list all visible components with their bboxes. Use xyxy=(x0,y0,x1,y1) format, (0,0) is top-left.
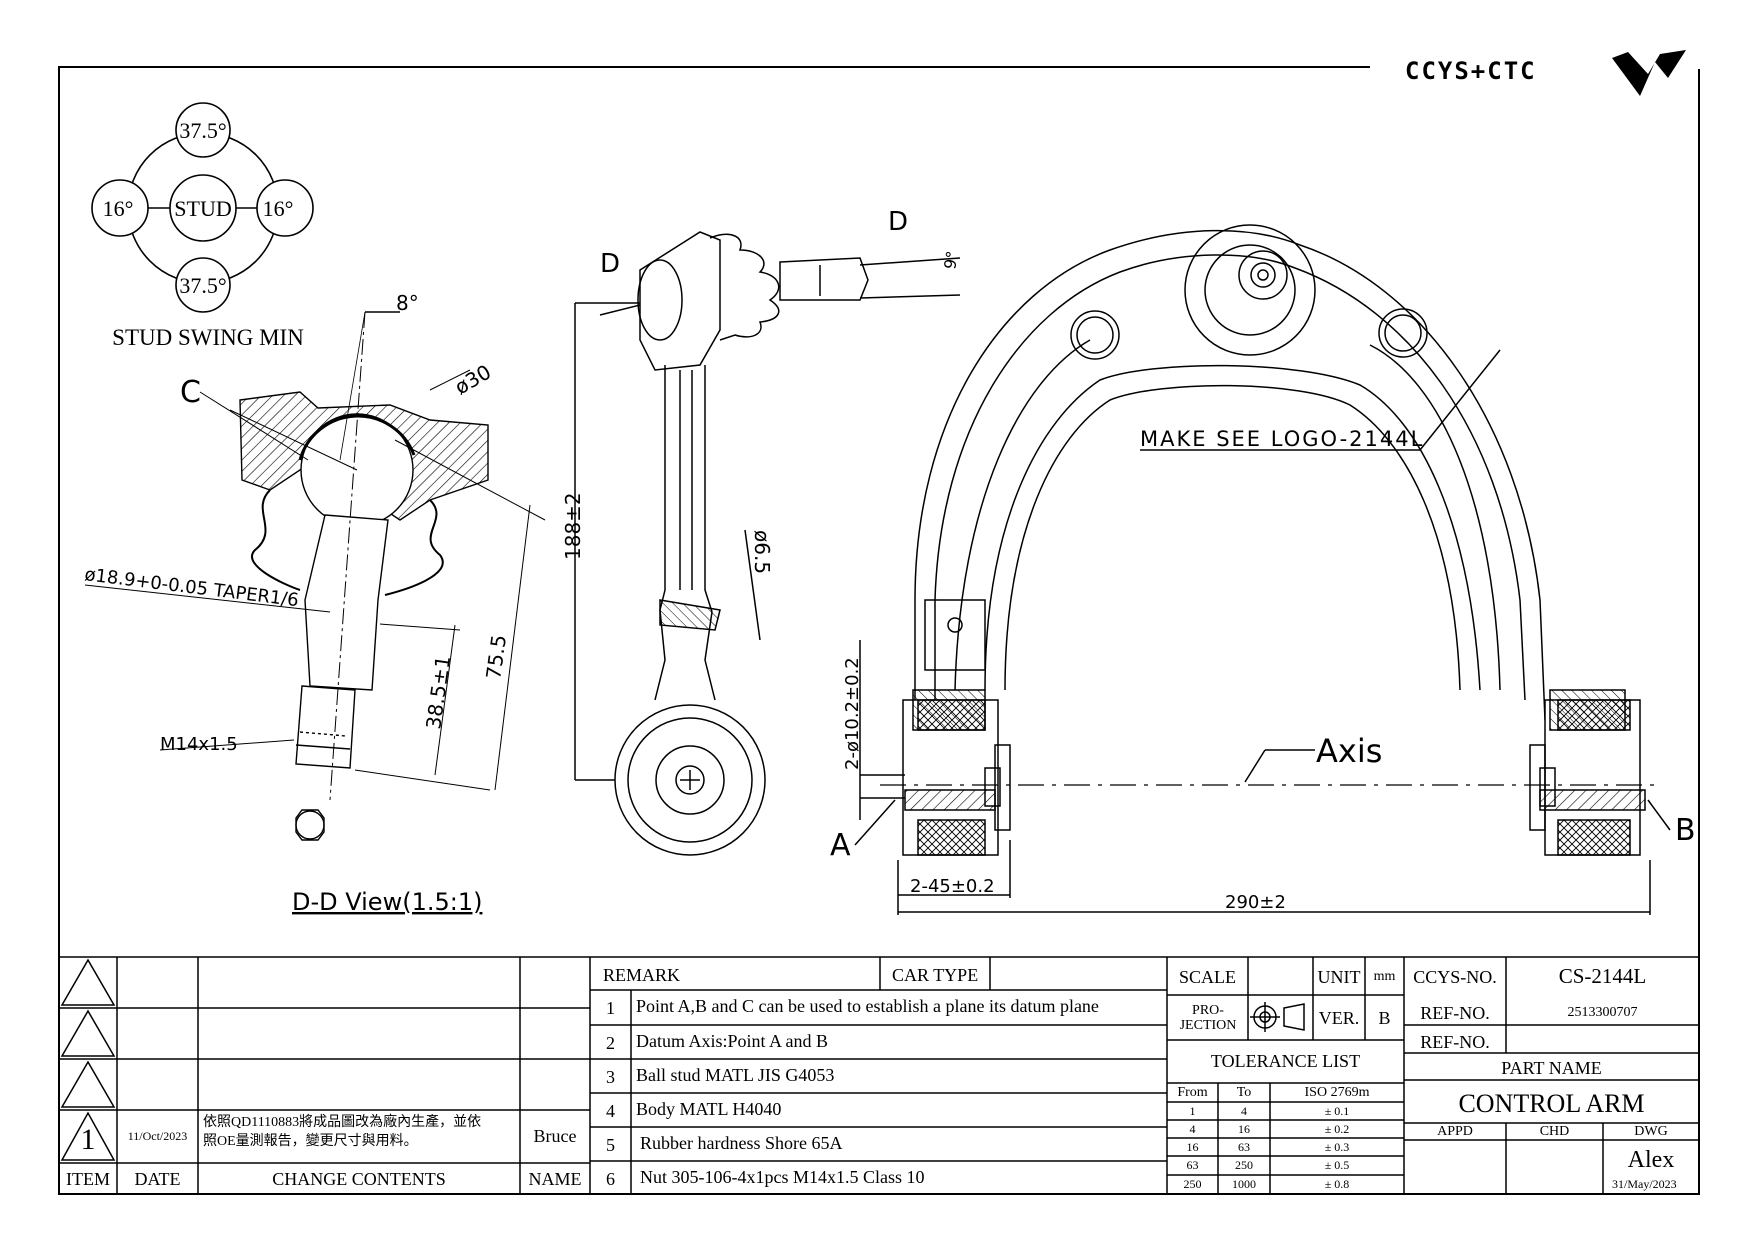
swing-right-angle: 16° xyxy=(263,196,294,221)
remark-no-2: 2 xyxy=(606,1033,615,1053)
swing-title: STUD SWING MIN xyxy=(112,325,304,350)
part-name: CONTROL ARM xyxy=(1458,1089,1645,1118)
side-view xyxy=(574,231,961,856)
dim-188: 188±2 xyxy=(561,492,585,560)
tol-header-iso: ISO 2769m xyxy=(1304,1085,1370,1100)
ref-no-value: 2513300707 xyxy=(1567,1005,1638,1020)
ccys-no-label: CCYS-NO. xyxy=(1413,967,1497,987)
point-a-label: A xyxy=(830,828,851,863)
part-name-label: PART NAME xyxy=(1501,1058,1602,1078)
ccys-no-value: CS-2144L xyxy=(1558,964,1647,988)
tol-from-5: 250 xyxy=(1183,1177,1202,1191)
revision-date: 11/Oct/2023 xyxy=(127,1129,188,1143)
tol-header-from: From xyxy=(1177,1085,1208,1100)
revision-content-line2: 照OE量測報告，變更尺寸與用料。 xyxy=(203,1134,418,1149)
projection-label: PRO-JECTION xyxy=(1179,1003,1237,1033)
revision-content-line1: 依照QD1110883將成品圖改為廠內生產，並依 xyxy=(203,1115,482,1130)
chd-label: CHD xyxy=(1539,1124,1570,1139)
version-label: VER. xyxy=(1318,1008,1360,1028)
angle-8: 8° xyxy=(396,291,419,315)
svg-text:CCYS+CTC: CCYS+CTC xyxy=(1405,57,1537,85)
swing-left-angle: 16° xyxy=(103,196,134,221)
unit-value: mm xyxy=(1373,969,1396,984)
chamfer-dimension: 2-45±0.2 xyxy=(910,876,995,897)
swing-bottom-angle: 37.5° xyxy=(179,273,226,298)
axis-label: Axis xyxy=(1316,732,1382,770)
label-d-left: D xyxy=(600,249,620,279)
remark-text-6: Nut 305-106-4x1pcs M14x1.5 Class 10 xyxy=(640,1167,925,1187)
unit-label: UNIT xyxy=(1317,967,1361,987)
tol-to-4: 250 xyxy=(1235,1158,1253,1172)
header-date: DATE xyxy=(134,1169,181,1189)
label-c: C xyxy=(180,375,201,410)
revision-number: 1 xyxy=(80,1123,96,1156)
thread-dimension: M14x1.5 xyxy=(160,734,238,755)
ref-no-label: REF-NO. xyxy=(1420,1003,1490,1023)
drawn-by: Alex xyxy=(1627,1147,1675,1173)
version-value: B xyxy=(1378,1008,1391,1028)
angle-9: 9° xyxy=(940,249,962,270)
drawn-date: 31/May/2023 xyxy=(1612,1177,1677,1191)
tol-to-2: 16 xyxy=(1238,1122,1250,1136)
dim-75-5: 75.5 xyxy=(481,633,511,680)
point-b-label: B xyxy=(1675,813,1696,848)
ball-diameter: ø30 xyxy=(451,360,496,400)
tol-to-3: 63 xyxy=(1238,1140,1250,1154)
tol-from-4: 63 xyxy=(1186,1158,1199,1172)
header-name: NAME xyxy=(528,1169,582,1189)
dim-38-5: 38.5±1 xyxy=(421,654,455,731)
tol-val-3: ± 0.3 xyxy=(1324,1140,1350,1154)
dwg-label: DWG xyxy=(1634,1124,1668,1139)
remark-no-3: 3 xyxy=(606,1067,615,1087)
scale-label: SCALE xyxy=(1178,967,1236,987)
remark-text-5: Rubber hardness Shore 65A xyxy=(640,1133,843,1153)
remark-no-5: 5 xyxy=(606,1135,615,1155)
remark-text-2: Datum Axis:Point A and B xyxy=(636,1031,829,1051)
tol-to-5: 1000 xyxy=(1232,1177,1256,1191)
remark-no-6: 6 xyxy=(606,1169,615,1189)
appd-label: APPD xyxy=(1437,1124,1473,1139)
tol-to-1: 4 xyxy=(1241,1104,1247,1118)
remark-no-4: 4 xyxy=(606,1101,615,1121)
stud-swing-diagram xyxy=(91,102,314,313)
tol-from-1: 1 xyxy=(1189,1104,1196,1118)
tol-val-2: ± 0.2 xyxy=(1324,1122,1350,1136)
header-change-contents: CHANGE CONTENTS xyxy=(272,1169,446,1189)
swing-top-angle: 37.5° xyxy=(179,118,226,143)
dia-6-5: ø6.5 xyxy=(750,530,774,574)
title-block-grid xyxy=(59,956,1699,1194)
tol-from-2: 4 xyxy=(1189,1122,1196,1136)
revision-name: Bruce xyxy=(533,1126,577,1146)
taper-dimension: ø18.9+0-0.05 TAPER1/6 xyxy=(83,564,299,611)
section-dd-view xyxy=(84,311,546,841)
tol-val-5: ± 0.8 xyxy=(1324,1177,1350,1191)
car-type-header: CAR TYPE xyxy=(892,965,979,985)
remark-header: REMARK xyxy=(603,965,681,985)
label-d-right: D xyxy=(888,207,908,237)
tol-val-1: ± 0.1 xyxy=(1324,1104,1350,1118)
logo-note: MAKE SEE LOGO-2144L xyxy=(1140,427,1424,451)
section-view-title: D-D View(1.5:1) xyxy=(292,888,482,916)
sheet-border xyxy=(58,66,1700,1195)
remark-text-1: Point A,B and C can be used to establish… xyxy=(636,996,1099,1016)
remark-no-1: 1 xyxy=(606,998,615,1018)
company-logo: CCYS+CTC xyxy=(1405,50,1686,96)
remark-text-3: Ball stud MATL JIS G4053 xyxy=(636,1065,835,1085)
tol-val-4: ± 0.5 xyxy=(1324,1158,1350,1172)
ref-no2-label: REF-NO. xyxy=(1420,1032,1490,1052)
tolerance-title: TOLERANCE LIST xyxy=(1210,1051,1361,1071)
tol-from-3: 16 xyxy=(1186,1140,1199,1154)
front-view xyxy=(854,224,1671,915)
header-item: ITEM xyxy=(66,1169,110,1189)
overall-length: 290±2 xyxy=(1225,892,1286,913)
tol-header-to: To xyxy=(1236,1085,1252,1100)
remark-text-4: Body MATL H4040 xyxy=(636,1099,782,1119)
swing-center-label: STUD xyxy=(174,196,231,221)
bush-diameter: 2-ø10.2±0.2 xyxy=(842,657,863,770)
